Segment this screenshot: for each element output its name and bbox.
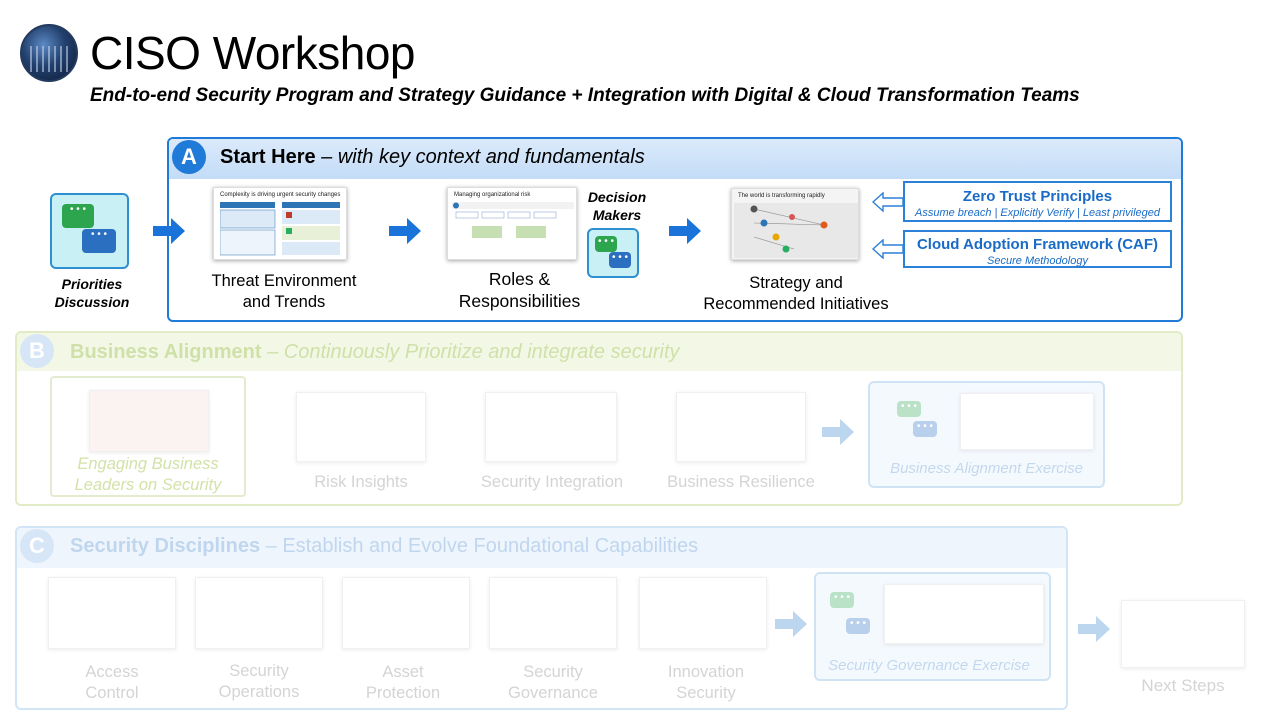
right-arrow-icon (822, 419, 854, 445)
business-resilience-label: Business Resilience (667, 473, 815, 491)
innovation-security-thumbnail[interactable] (639, 577, 767, 649)
security-governance-thumbnail[interactable] (489, 577, 617, 649)
right-arrow-icon (669, 218, 701, 244)
engaging-business-card[interactable] (50, 376, 246, 497)
page-title: CISO Workshop (90, 27, 415, 79)
section-b-business-alignment (15, 331, 1183, 506)
section-c-title: Security Disciplines (70, 535, 261, 557)
right-arrow-icon (1078, 616, 1110, 642)
section-a-title: Start Here (220, 146, 316, 168)
section-a-badge: A (172, 140, 206, 174)
engaging-business-thumbnail (89, 390, 209, 452)
next-steps-thumbnail[interactable] (1121, 600, 1245, 668)
right-arrow-icon (153, 218, 185, 244)
section-a-tagline: – with key context and fundamentals (315, 146, 645, 168)
left-arrow-icon (871, 191, 904, 213)
section-a-start-here (167, 137, 1183, 322)
business-alignment-exercise-label: Business Alignment Exercise (890, 460, 1083, 477)
caf-callout[interactable]: Cloud Adoption Framework (CAF) Secure Me… (903, 230, 1172, 268)
left-arrow-icon (871, 238, 904, 260)
business-alignment-thumbnail (960, 393, 1094, 450)
risk-insights-thumbnail[interactable] (296, 392, 426, 462)
strategy-thumbnail[interactable]: The world is transforming rapidly (731, 188, 859, 260)
section-c-badge: C (20, 529, 54, 563)
priorities-chat-icon[interactable] (50, 193, 129, 269)
section-c-heading: Security Disciplines – Establish and Evo… (70, 533, 698, 559)
right-arrow-icon (775, 611, 807, 637)
section-a-heading: Start Here – with key context and fundam… (220, 144, 645, 170)
section-b-title: Business Alignment (70, 341, 262, 363)
security-integration-thumbnail[interactable] (485, 392, 617, 462)
section-b-tagline: – Continuously Prioritize and integrate … (261, 341, 680, 363)
decision-makers-chat-icon[interactable] (587, 228, 639, 278)
threat-environment-thumbnail[interactable]: Complexity is driving urgent security ch… (213, 187, 347, 260)
security-integration-label: Security Integration (480, 473, 624, 491)
roles-responsibilities-thumbnail[interactable]: Managing organizational risk (447, 187, 577, 260)
asset-protection-thumbnail[interactable] (342, 577, 470, 649)
security-governance-exercise-card[interactable] (814, 572, 1051, 681)
access-control-thumbnail[interactable] (48, 577, 176, 649)
roles-label: Roles &Responsibilities (458, 269, 581, 311)
section-c-security-disciplines (15, 526, 1068, 710)
security-governance-exercise-label: Security Governance Exercise (828, 657, 1030, 674)
page-subtitle: End-to-end Security Program and Strategy… (90, 85, 1080, 106)
business-resilience-thumbnail[interactable] (676, 392, 806, 462)
zero-trust-callout[interactable]: Zero Trust Principles Assume breach | Ex… (903, 181, 1172, 222)
chat-bubbles-icon (895, 399, 945, 449)
risk-insights-label: Risk Insights (314, 473, 408, 491)
right-arrow-icon (389, 218, 421, 244)
security-operations-thumbnail[interactable] (195, 577, 323, 649)
ciso-logo-image (20, 24, 78, 82)
section-c-tagline: – Establish and Evolve Foundational Capa… (260, 535, 699, 557)
business-alignment-exercise-card[interactable] (868, 381, 1105, 488)
chat-bubbles-icon (828, 590, 878, 640)
security-governance-exercise-thumbnail (884, 584, 1044, 644)
section-b-badge: B (20, 334, 54, 368)
section-b-heading: Business Alignment – Continuously Priori… (70, 339, 680, 365)
next-steps-label: Next Steps (1141, 676, 1225, 695)
